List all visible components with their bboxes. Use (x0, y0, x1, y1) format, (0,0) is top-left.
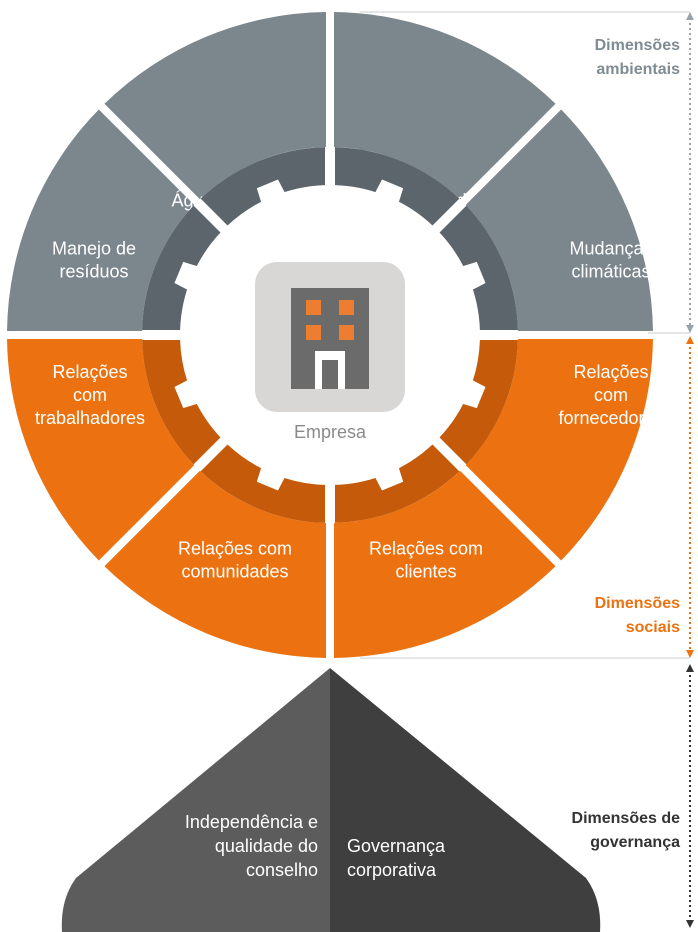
environmental-range-arrow (686, 12, 694, 333)
ring-notch (461, 261, 486, 291)
segment-shape (7, 109, 195, 332)
ring-notch (174, 379, 199, 409)
ring-notch (174, 261, 199, 291)
ring-notch (256, 466, 286, 491)
segment-shape (465, 109, 653, 332)
ring-notch (461, 379, 486, 409)
governance-left-face (61, 668, 331, 932)
ring-notch (374, 466, 404, 491)
governance-right-face (330, 668, 601, 932)
segment-shape (333, 470, 556, 658)
governance-range-arrow (686, 664, 694, 928)
building-icon (291, 288, 369, 389)
social-range-arrow (686, 336, 694, 658)
ring-notch (256, 179, 286, 204)
segment-shape (104, 12, 327, 200)
segment-shape (104, 470, 327, 658)
ring-notch (374, 179, 404, 204)
segment-shape (7, 338, 195, 561)
company-center: Empresa (255, 262, 405, 442)
company-label: Empresa (294, 422, 367, 442)
segment-shape (333, 12, 556, 200)
segment-shape (465, 338, 653, 561)
